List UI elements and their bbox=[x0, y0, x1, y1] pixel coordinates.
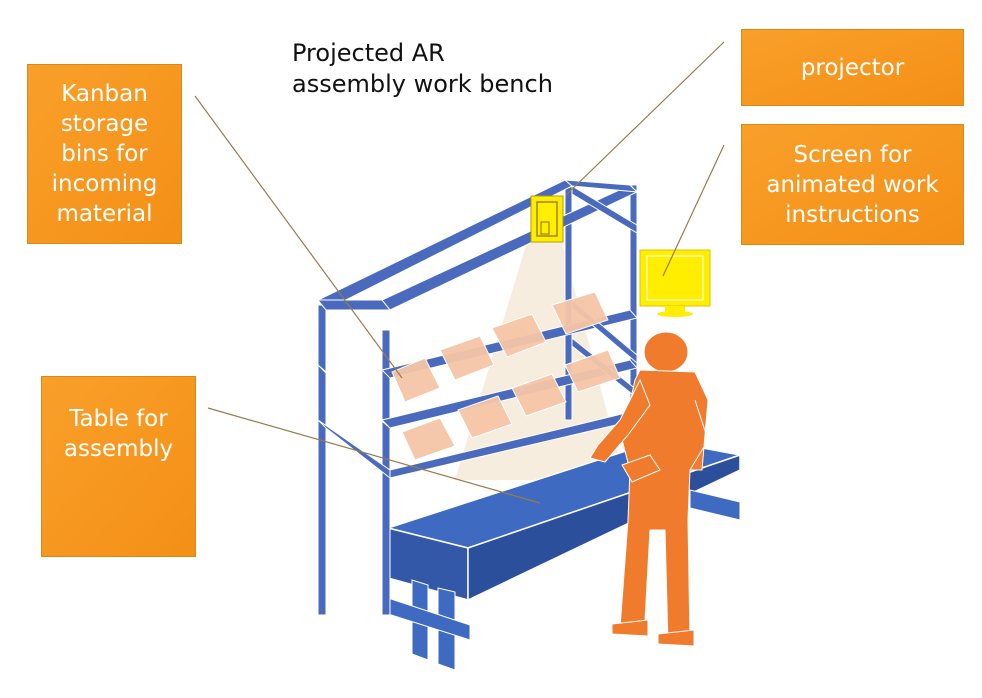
callout-projector-label: projector bbox=[800, 54, 905, 81]
callout-kanban-label: Kanban storage bins for incoming materia… bbox=[51, 81, 158, 227]
leader-lines bbox=[194, 41, 725, 504]
callout-box-table-bg bbox=[41, 376, 196, 557]
diagram-title: Projected AR assembly work bench bbox=[292, 39, 553, 98]
kanban-bins bbox=[391, 291, 621, 461]
callout-projector: projector bbox=[741, 29, 964, 106]
callout-box-projector-bg bbox=[741, 29, 964, 106]
callout-kanban-bins: Kanban storage bins for incoming materia… bbox=[27, 64, 182, 244]
callout-table-label: Table for assembly bbox=[63, 405, 174, 462]
callout-table: Table for assembly bbox=[41, 376, 196, 557]
worker-silhouette-icon bbox=[589, 331, 709, 647]
monitor-icon bbox=[639, 249, 711, 317]
callout-box-screen-bg bbox=[741, 124, 964, 245]
projector-device-icon bbox=[530, 195, 564, 243]
callout-screen-label: Screen for animated work instructions bbox=[766, 141, 939, 228]
callout-box-kanban-bg bbox=[27, 64, 182, 244]
callout-screen: Screen for animated work instructions bbox=[741, 124, 964, 245]
